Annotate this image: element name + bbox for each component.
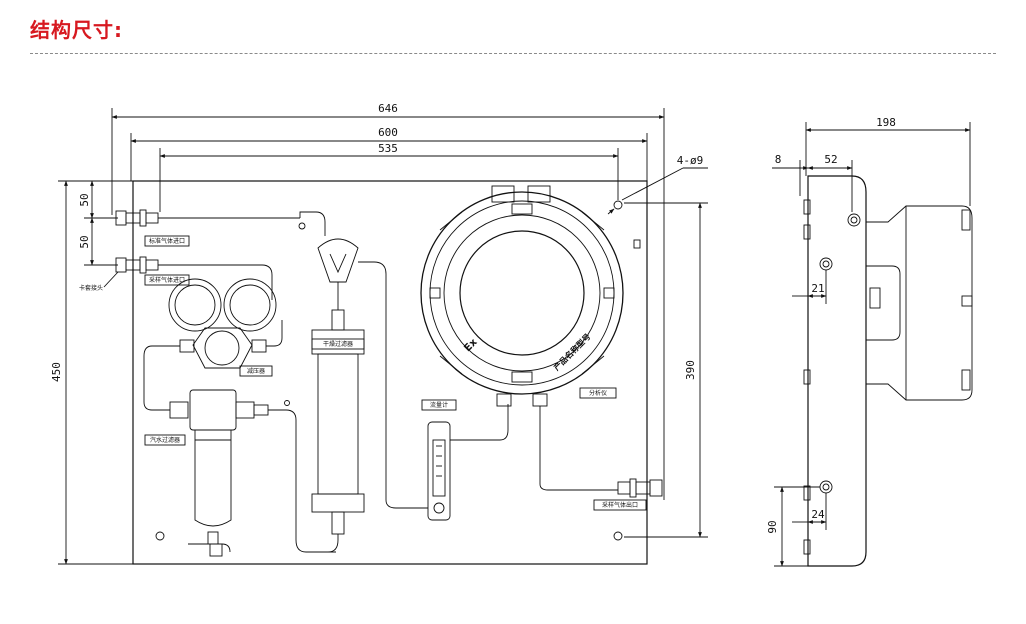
dim-90: 90 xyxy=(766,520,779,533)
flowmeter xyxy=(427,404,509,521)
calibration-inlet-fitting xyxy=(115,209,300,227)
dim-8: 8 xyxy=(775,153,782,166)
dim-50-top: 50 xyxy=(78,193,91,206)
front-view xyxy=(58,108,708,565)
mount-hole xyxy=(613,531,623,541)
section-title: 结构尺寸: xyxy=(30,18,123,42)
dim-198: 198 xyxy=(876,116,896,129)
side-plate xyxy=(807,175,867,567)
dim-535: 535 xyxy=(378,142,398,155)
mount-hole xyxy=(155,531,165,541)
analyzer-nameplate-text: 产品名称型号 xyxy=(551,331,592,372)
pressure-regulator xyxy=(143,278,283,411)
dim-21: 21 xyxy=(811,282,824,295)
dim-390: 390 xyxy=(684,360,697,380)
mounting-plate xyxy=(132,180,648,565)
dim-52: 52 xyxy=(824,153,837,166)
dry-filter xyxy=(311,238,428,553)
dim-450: 450 xyxy=(50,362,63,382)
label-analyzer: 分析仪 xyxy=(589,389,607,397)
sample-outlet-fitting xyxy=(617,478,663,498)
label-fitting: 卡套接头 xyxy=(79,284,103,292)
dim-600: 600 xyxy=(378,126,398,139)
dim-holes: 4-ø9 xyxy=(677,154,704,167)
water-separator xyxy=(169,389,336,557)
label-sample-inlet: 采样气体进口 xyxy=(149,276,185,284)
dim-24: 24 xyxy=(811,508,825,521)
side-analyzer-housing xyxy=(866,205,973,401)
ex-mark: Ex xyxy=(462,337,480,355)
mount-hole xyxy=(284,400,290,406)
gas-analyzer xyxy=(420,185,624,491)
dim-50-bottom: 50 xyxy=(78,235,91,248)
dashed-divider xyxy=(30,53,996,54)
label-dry-filter: 干燥过滤器 xyxy=(323,340,353,348)
label-calibration-inlet: 标准气体进口 xyxy=(149,237,185,245)
label-regulator: 减压器 xyxy=(247,367,265,375)
label-water-filter: 汽水过滤器 xyxy=(150,436,180,444)
sample-inlet-fitting xyxy=(115,256,273,300)
dim-646: 646 xyxy=(378,102,398,115)
mount-hole xyxy=(613,200,623,210)
side-view xyxy=(772,122,973,567)
label-sample-outlet: 采样气体出口 xyxy=(602,501,638,509)
label-flowmeter: 流量计 xyxy=(430,401,448,409)
